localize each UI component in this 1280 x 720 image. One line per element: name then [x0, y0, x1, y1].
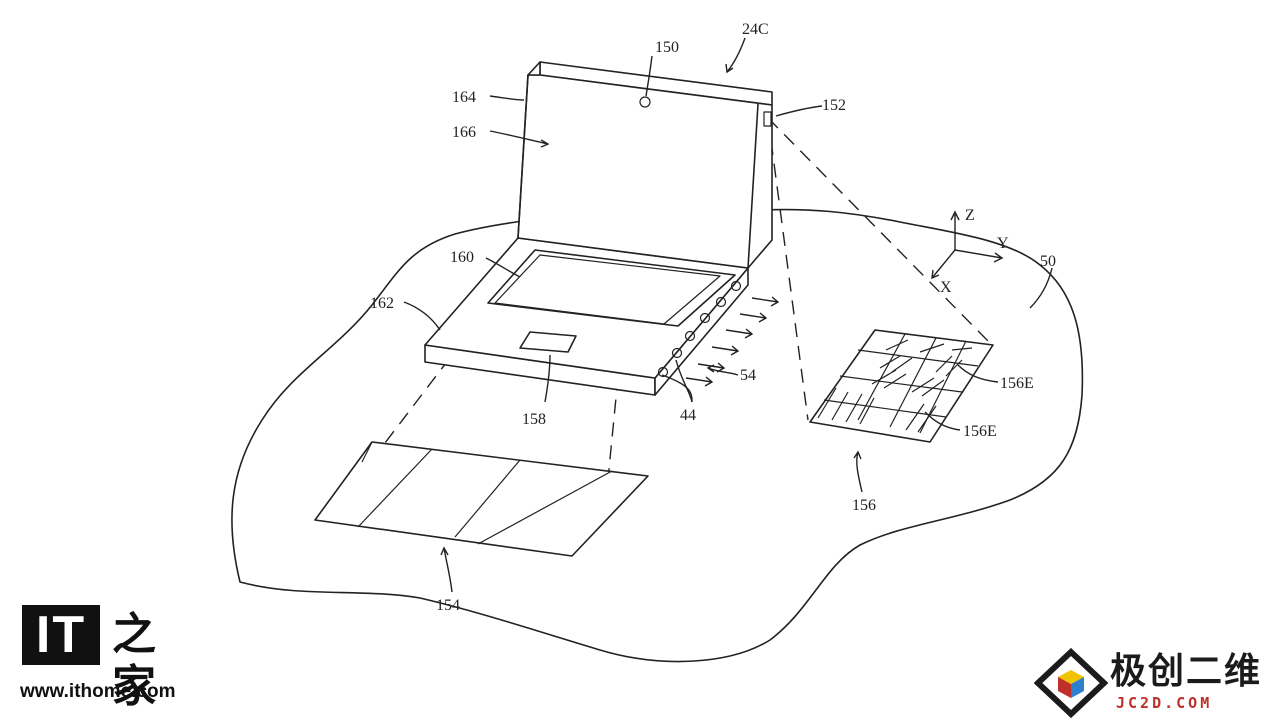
laptop-base	[424, 237, 749, 396]
label-162: 162	[370, 295, 394, 312]
axis-z-label: Z	[965, 207, 975, 224]
projected-pattern-156	[809, 329, 994, 443]
ithome-logo-cn: 之家	[112, 609, 156, 712]
ithome-logo-mark: IT	[35, 606, 87, 664]
label-164: 164	[452, 89, 476, 106]
label-50: 50	[1040, 253, 1056, 270]
leader-lines	[403, 37, 1053, 593]
axis-x-label: X	[940, 279, 952, 296]
ithome-logo-box	[22, 605, 100, 665]
coordinate-axes	[931, 210, 1004, 280]
label-156e-a: 156E	[1000, 375, 1034, 392]
jc2d-url: JC2D.COM	[1116, 694, 1213, 712]
label-154: 154	[436, 597, 460, 614]
reference-labels: 24C 150 152 164 166 160 162 158 44 54 50…	[370, 21, 1056, 614]
label-152: 152	[822, 97, 846, 114]
jc2d-title: 极创二维	[1110, 651, 1263, 692]
label-158: 158	[522, 411, 546, 428]
label-24c: 24C	[742, 21, 769, 38]
label-160: 160	[450, 249, 474, 266]
jc2d-watermark: 极创二维 JC2D.COM	[1030, 648, 1275, 718]
projected-image-154	[314, 441, 649, 557]
laptop-lid	[517, 61, 773, 269]
label-166: 166	[452, 124, 476, 141]
label-54: 54	[740, 367, 756, 384]
label-156: 156	[852, 497, 876, 514]
label-156e-b: 156E	[963, 423, 997, 440]
label-44: 44	[680, 407, 696, 424]
surface-outline	[231, 208, 1084, 663]
ithome-url: www.ithome.com	[20, 681, 176, 702]
label-150: 150	[655, 39, 679, 56]
axis-y-label: Y	[997, 235, 1009, 252]
jc2d-cube-icon	[1034, 648, 1108, 718]
ithome-watermark: IT 之家 www.ithome.com	[20, 605, 195, 712]
